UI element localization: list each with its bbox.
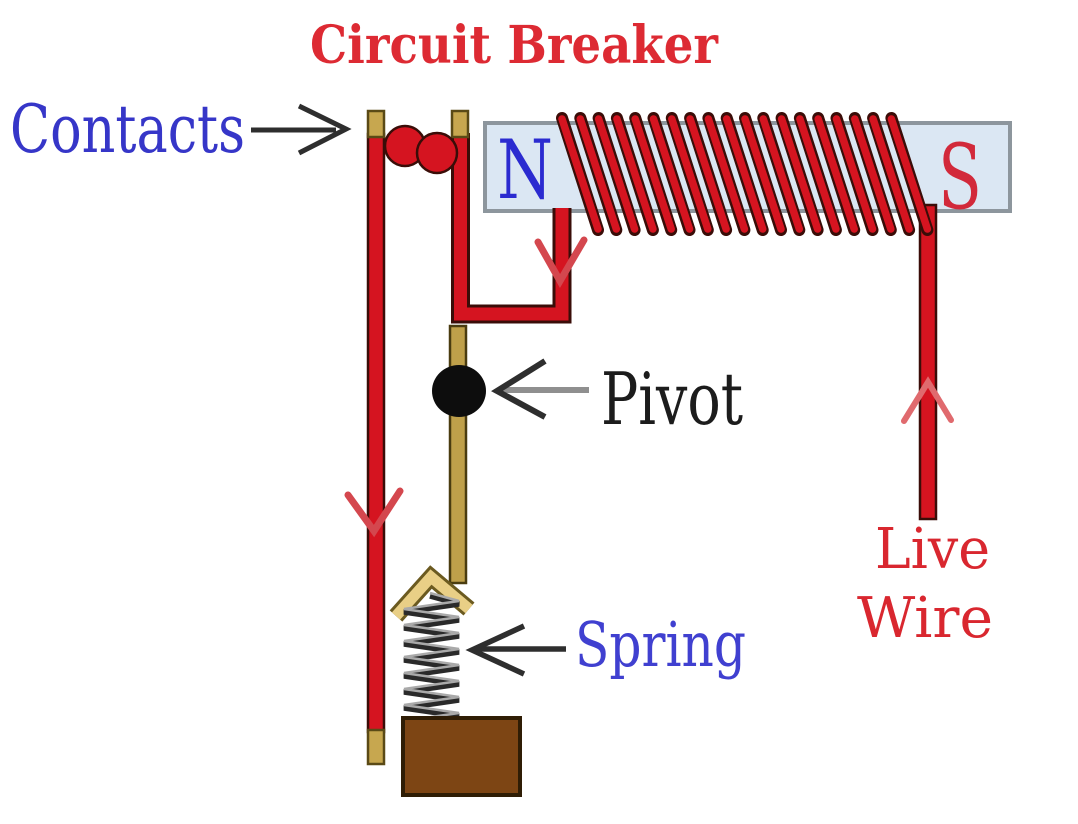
coil-winding — [722, 115, 767, 233]
coil-winding — [558, 115, 602, 233]
spring-arrow-left-icon — [465, 623, 526, 677]
coil-winding — [887, 115, 932, 233]
left-wire — [366, 132, 386, 734]
live-wire-label-line2: Wire — [857, 586, 993, 651]
coil-winding — [869, 115, 913, 233]
coil-winding — [832, 115, 877, 233]
coil-winding — [576, 115, 621, 233]
coil-to-contact-wire — [454, 133, 569, 321]
coil-winding — [814, 115, 858, 233]
spring-zigzag-dark — [403, 593, 460, 723]
live-wire-label-line1: Live — [875, 517, 990, 582]
base-block — [401, 716, 522, 797]
current-arrow-live-wire-up-icon — [901, 376, 954, 424]
current-arrow-coil-exit-down-icon — [534, 236, 588, 289]
coil-winding — [851, 115, 895, 233]
coil-windings — [556, 112, 934, 236]
coil-winding — [594, 115, 639, 233]
live-wire — [918, 203, 938, 521]
contacts-label: Contacts — [10, 91, 245, 168]
page-title: Circuit Breaker — [310, 15, 719, 76]
coil-winding — [741, 115, 785, 233]
coil-winding — [631, 115, 675, 233]
contact-ball-right — [415, 131, 459, 175]
left-wire-contact-tip-top — [366, 109, 386, 139]
coil-winding — [613, 115, 657, 233]
north-pole-label: N — [497, 124, 553, 218]
contacts-arrow-right-icon — [297, 103, 352, 156]
spring-coil — [403, 591, 460, 723]
coil-winding — [668, 115, 712, 233]
coil-winding — [686, 115, 730, 233]
south-pole-label: S — [938, 125, 982, 230]
coil-winding — [759, 115, 804, 233]
armature-rod — [448, 324, 468, 585]
spring-zigzag-light — [403, 591, 460, 719]
left-wire-tip-bottom — [366, 728, 386, 766]
coil-winding — [796, 115, 840, 233]
right-wire-contact-tip-top — [450, 109, 470, 139]
pivot-point — [432, 365, 486, 417]
pivot-label: Pivot — [601, 357, 743, 441]
coil-winding — [704, 115, 749, 233]
armature-bracket — [391, 569, 473, 620]
coil-winding — [777, 115, 822, 233]
coil-winding — [649, 115, 694, 233]
current-arrow-left-wire-down-icon — [344, 487, 404, 538]
pivot-arrow-left-icon — [491, 358, 547, 420]
spring-label: Spring — [575, 608, 746, 681]
